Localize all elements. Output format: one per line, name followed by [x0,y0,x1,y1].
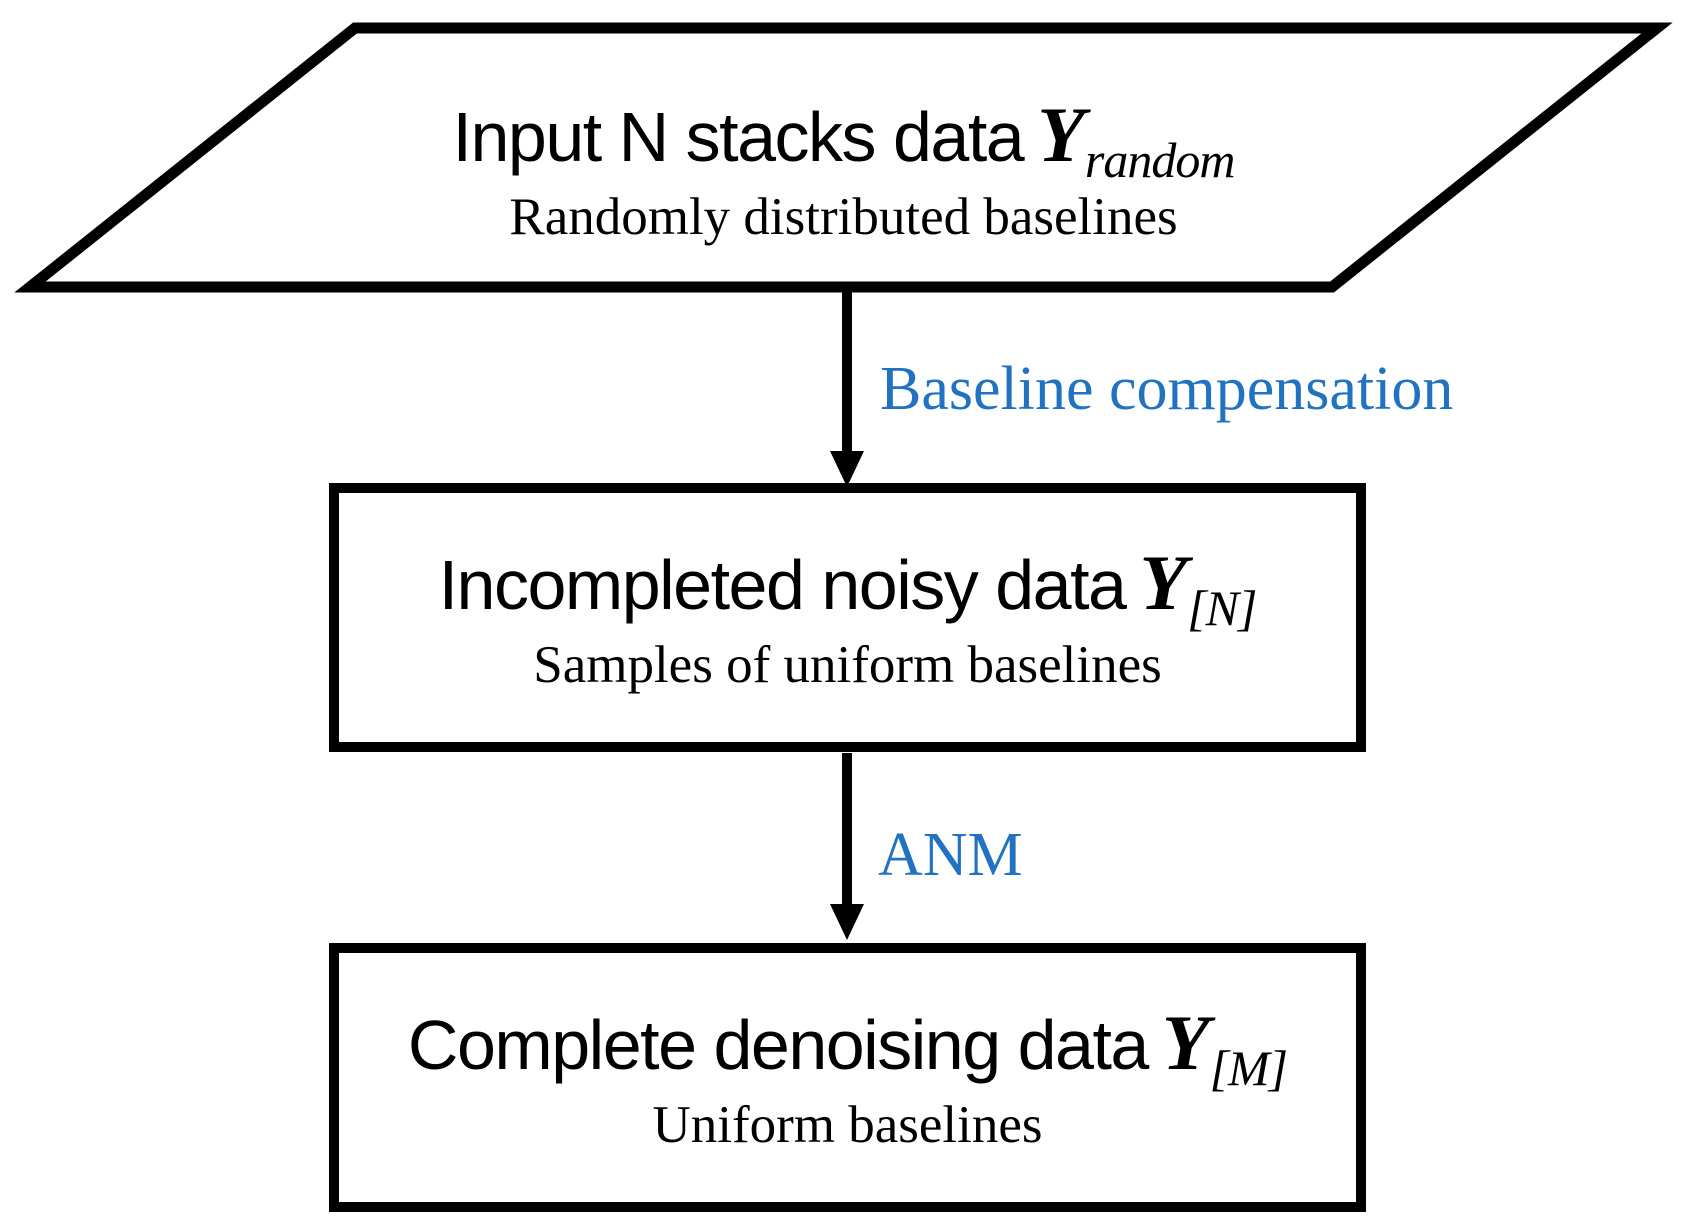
math-symbol-Y: Y [1161,999,1210,1087]
math-subscript: random [1084,132,1236,189]
parallelogram-shape [14,22,1673,293]
node-title-text: Input N stacks data [452,98,1025,177]
math-symbol-Y: Y [1037,91,1085,179]
math-subscript: [M] [1209,1040,1289,1097]
edge-label-anm: ANM [878,821,1023,889]
node-title-text: Complete denoising data [407,1006,1149,1085]
node-input-subtitle: Randomly distributed baselines [509,188,1178,247]
edge-label-baseline-compensation: Baseline compensation [880,355,1454,423]
node-title-text: Incompleted noisy data [438,546,1127,625]
arrow-down-icon [830,753,864,940]
arrow-down-icon [830,288,864,487]
math-symbol-Y: Y [1139,539,1188,627]
math-subscript: [N] [1187,580,1257,637]
node-incomplete-subtitle: Samples of uniform baselines [533,636,1162,695]
node-complete-subtitle: Uniform baselines [652,1096,1043,1155]
